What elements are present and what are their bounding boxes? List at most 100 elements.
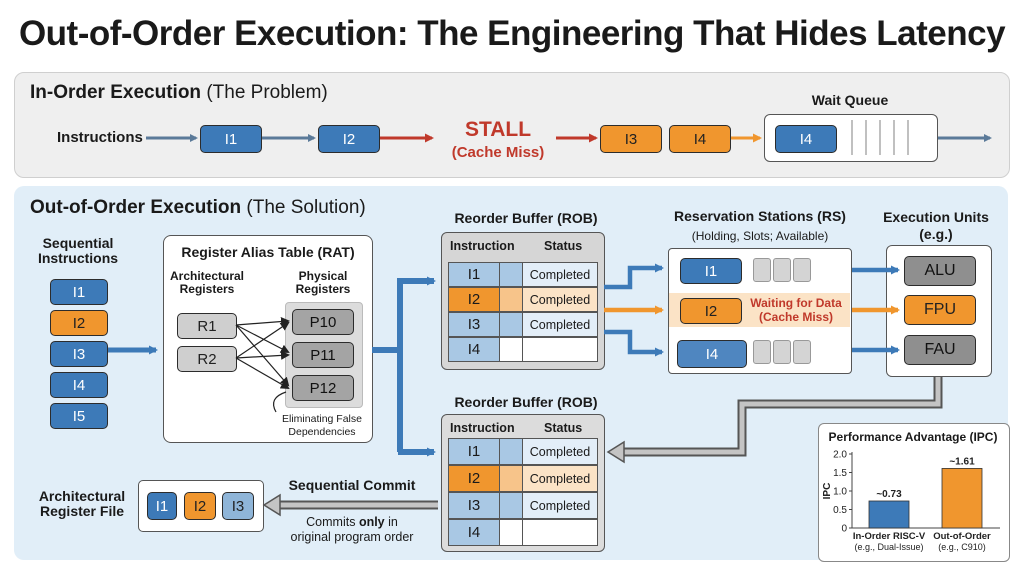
rob-top-row-2-id: I2 xyxy=(449,288,500,311)
x-tick-label: In-Order RISC-V xyxy=(853,531,926,542)
rs-title: Reservation Stations (RS) xyxy=(674,208,846,224)
rs-slot xyxy=(793,258,811,282)
rs-slot xyxy=(753,258,771,282)
rat-r2: R2 xyxy=(177,346,237,372)
rob-top-row-3: I3 Completed xyxy=(448,312,598,337)
sequential-instructions-label: Sequential Instructions xyxy=(37,235,119,266)
commit-label: Sequential Commit xyxy=(288,477,416,493)
rat-p10: P10 xyxy=(292,309,354,335)
rat-p11: P11 xyxy=(292,342,354,368)
wait-queue-i4: I4 xyxy=(775,125,837,153)
y-tick-label: 1.5 xyxy=(833,468,847,479)
rob-bottom-title: Reorder Buffer (ROB) xyxy=(454,394,598,410)
rat-to-rob-arrows xyxy=(372,276,436,457)
inorder-i4: I4 xyxy=(669,125,731,153)
rs-waiting-label: Waiting for Data(Cache Miss) xyxy=(750,296,842,324)
rat-mapping-lines xyxy=(235,317,290,413)
rob-top: Instruction Status I1 Completed I2 Compl… xyxy=(441,232,605,370)
y-tick-label: 0.5 xyxy=(833,505,847,516)
inorder-heading: In-Order Execution (The Problem) xyxy=(30,82,328,103)
rob-bottom-col-instruction: Instruction xyxy=(450,421,515,435)
stall-label: STALL xyxy=(464,118,532,141)
rob-top-row-4-id: I4 xyxy=(449,338,500,361)
seq-i3: I3 xyxy=(50,341,108,367)
x-tick-sublabel: (e.g., Dual-Issue) xyxy=(854,542,923,552)
bar-value-label: ~0.73 xyxy=(876,489,902,500)
rob-bottom-row-1: I1 Completed xyxy=(448,438,598,465)
commit-arrow xyxy=(262,493,438,517)
rob-top-row-1: I1 Completed xyxy=(448,262,598,287)
rob-top-row-3-id: I3 xyxy=(449,313,500,336)
x-tick-sublabel: (e.g., C910) xyxy=(938,542,986,552)
y-tick-label: 0 xyxy=(841,524,847,535)
rob-bottom-row-1-id: I1 xyxy=(449,439,500,464)
rob-bottom-row-2-status: Completed xyxy=(523,466,597,491)
rs-slot xyxy=(773,340,791,364)
exec-alu: ALU xyxy=(904,256,976,286)
bar xyxy=(941,468,983,529)
rob-top-row-3-status: Completed xyxy=(523,313,597,336)
inorder-i2: I2 xyxy=(318,125,380,153)
inorder-i3: I3 xyxy=(600,125,662,153)
rob-bottom-row-3: I3 Completed xyxy=(448,492,598,519)
rob-top-row-1-id: I1 xyxy=(449,263,500,286)
seq-i2: I2 xyxy=(50,310,108,336)
rob-bottom-col-status: Status xyxy=(544,421,583,435)
rat-phys-label: Physical Registers xyxy=(295,269,351,296)
y-axis-label: IPC xyxy=(822,483,833,500)
ooo-heading: Out-of-Order Execution (The Solution) xyxy=(30,197,366,218)
rob-bottom-row-4: I4 xyxy=(448,519,598,546)
exec-fau: FAU xyxy=(904,335,976,365)
inorder-i1: I1 xyxy=(200,125,262,153)
exec-subtitle: (e.g.) xyxy=(919,226,953,242)
exec-title: Execution Units xyxy=(883,209,989,225)
x-tick-label: Out-of-Order xyxy=(933,531,991,542)
arf-i3: I3 xyxy=(222,492,254,520)
instructions-label: Instructions xyxy=(57,129,143,146)
rob-top-row-1-status: Completed xyxy=(523,263,597,286)
rs-i4: I4 xyxy=(677,340,747,368)
rob-top-row-4-status xyxy=(523,338,597,361)
rat-arch-label: Architectural Registers xyxy=(169,269,245,296)
rob-bottom-row-2: I2 Completed xyxy=(448,465,598,492)
rs-i2: I2 xyxy=(680,298,742,324)
rat-note: Eliminating False Dependencies xyxy=(282,413,362,438)
rs-i1: I1 xyxy=(680,258,742,284)
commit-note: Commits only in original program order xyxy=(290,515,414,544)
wait-queue-label: Wait Queue xyxy=(811,92,889,108)
page-title: Out-of-Order Execution: The Engineering … xyxy=(18,14,1006,53)
rob-bottom-row-4-id: I4 xyxy=(449,520,500,545)
rob-top-title: Reorder Buffer (ROB) xyxy=(454,210,598,226)
rob-top-row-2: I2 Completed xyxy=(448,287,598,312)
stall-sub-label: (Cache Miss) xyxy=(451,144,545,161)
arf-i2: I2 xyxy=(184,492,216,520)
writeback-arrow xyxy=(606,377,943,464)
rs-subtitle: (Holding, Slots; Available) xyxy=(691,229,829,243)
rob-top-col-status: Status xyxy=(544,239,583,253)
rob-bottom-row-3-status: Completed xyxy=(523,493,597,518)
rob-top-col-instruction: Instruction xyxy=(450,239,515,253)
y-tick-label: 1.0 xyxy=(833,487,847,498)
arf-i1: I1 xyxy=(147,492,177,520)
rob-bottom-row-2-id: I2 xyxy=(449,466,500,491)
rob-bottom-row-4-status xyxy=(523,520,597,545)
seq-i1: I1 xyxy=(50,279,108,305)
rs-slot xyxy=(793,340,811,364)
rs-slot xyxy=(773,258,791,282)
seq-i4: I4 xyxy=(50,372,108,398)
rob-bottom-row-1-status: Completed xyxy=(523,439,597,464)
bar xyxy=(868,500,910,529)
rob-top-row-4: I4 xyxy=(448,337,598,362)
exec-fpu: FPU xyxy=(904,295,976,325)
rs-slot xyxy=(753,340,771,364)
y-tick-label: 2.0 xyxy=(833,450,847,461)
rob-bottom: Instruction Status I1 Completed I2 Compl… xyxy=(441,414,605,552)
rob-to-rs-arrows xyxy=(604,263,664,357)
arf-label: Architectural Register File xyxy=(38,488,126,519)
rob-top-row-2-status: Completed xyxy=(523,288,597,311)
rat-p12: P12 xyxy=(292,375,354,401)
rob-bottom-row-3-id: I3 xyxy=(449,493,500,518)
rat-title: Register Alias Table (RAT) xyxy=(181,244,355,260)
